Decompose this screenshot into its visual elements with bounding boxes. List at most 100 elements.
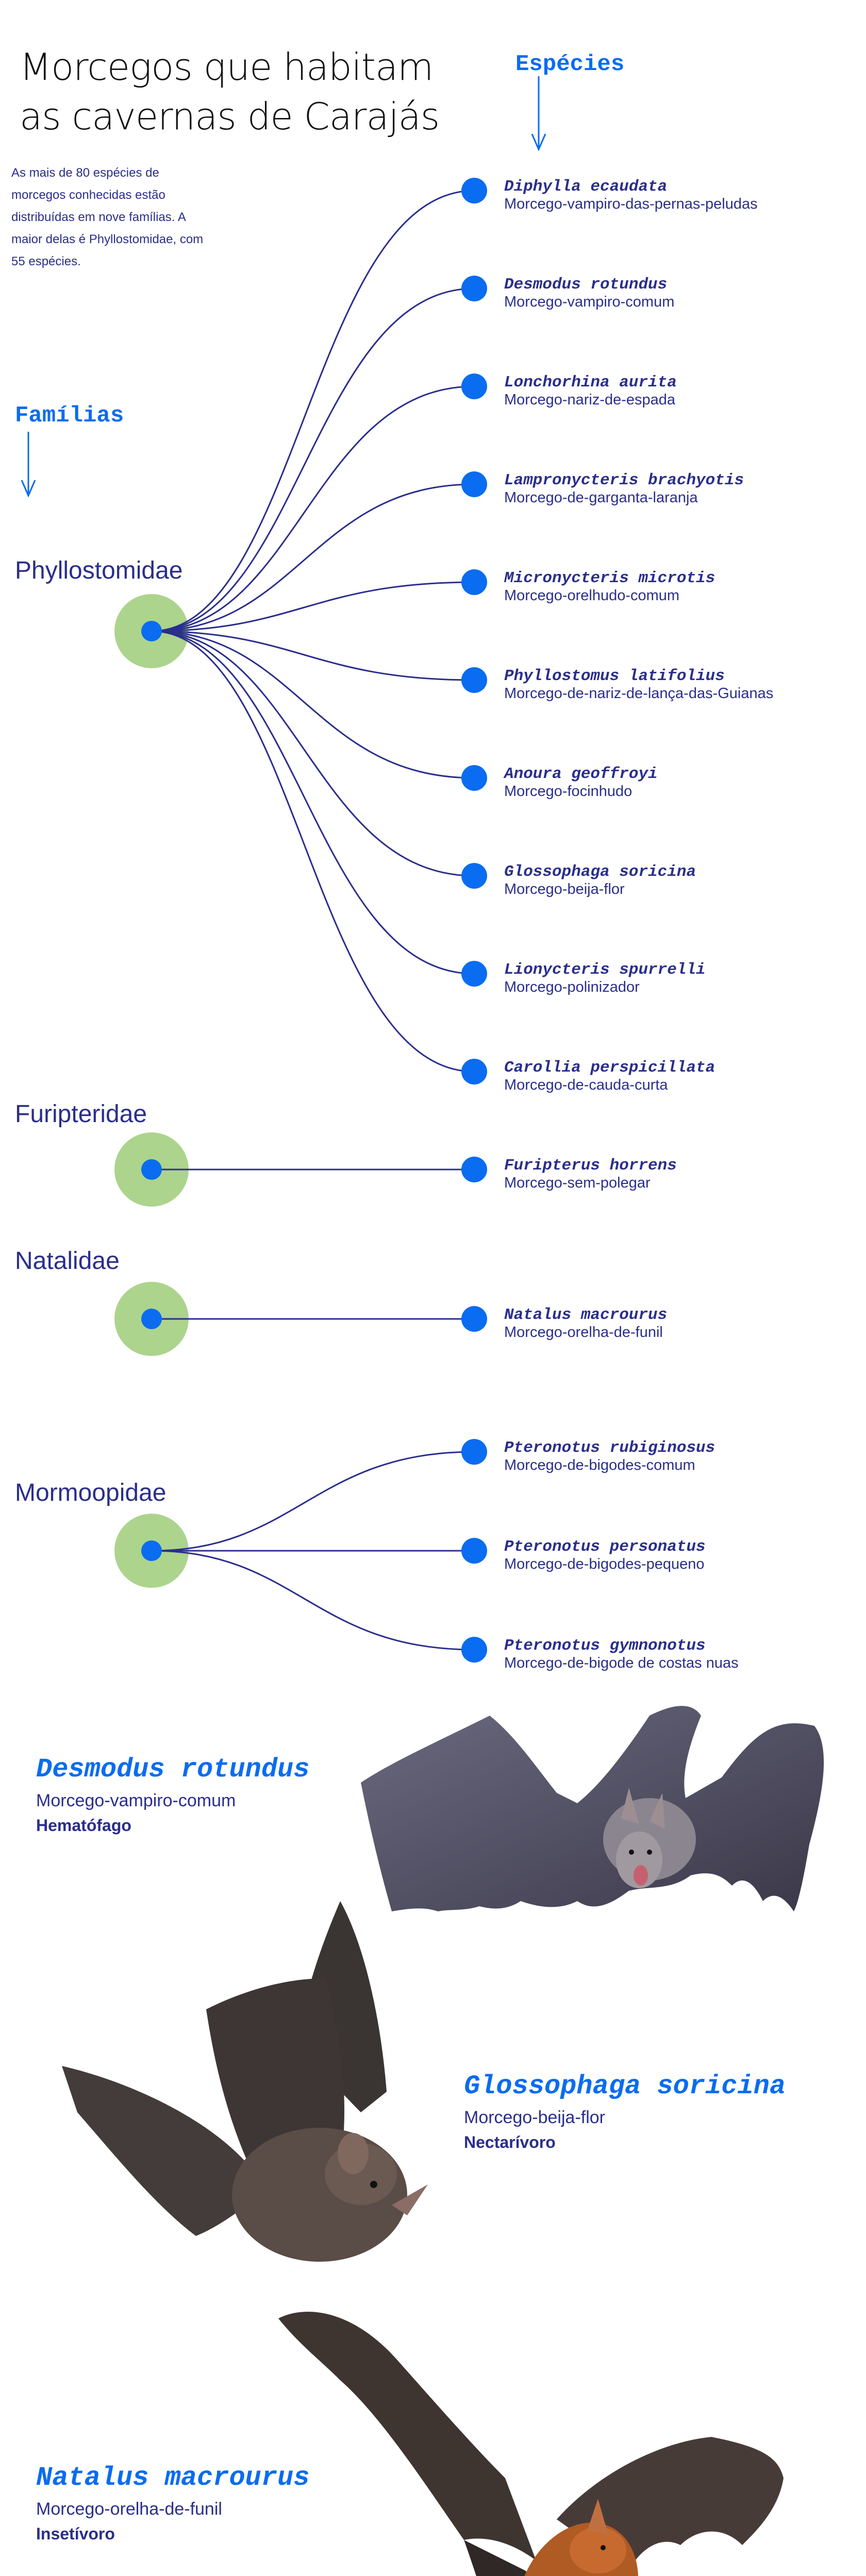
species-scientific-name: Furipterus horrens	[504, 1157, 677, 1175]
family-label: Natalidae	[15, 1247, 120, 1275]
featured-common-name: Morcego-orelha-de-funil	[36, 2499, 222, 2519]
species-common-name: Morcego-de-nariz-de-lança-das-Guianas	[504, 685, 774, 702]
family-species-link	[151, 581, 475, 632]
featured-common-name: Morcego-vampiro-comum	[36, 1791, 236, 1810]
species-node[interactable]	[461, 765, 487, 791]
family-species-link	[151, 630, 475, 1073]
species-scientific-name: Pteronotus rubiginosus	[504, 1439, 715, 1457]
featured-common-name: Morcego-beija-flor	[464, 2108, 605, 2127]
species-scientific-name: Lionycteris spurrelli	[504, 961, 706, 979]
families-column-label: Famílias	[15, 403, 124, 429]
species-node[interactable]	[461, 569, 487, 595]
species-common-name: Morcego-nariz-de-espada	[504, 392, 676, 408]
page-title: Morcegos que habitam as cavernas de Cara…	[20, 42, 440, 141]
species-node[interactable]	[461, 1157, 487, 1182]
species-scientific-name: Phyllostomus latifolius	[504, 667, 725, 685]
species-scientific-name: Lonchorhina aurita	[504, 374, 677, 392]
family-species-link	[151, 630, 475, 877]
funnel-eared-bat-photo	[278, 2311, 784, 2576]
families-arrow-icon	[21, 432, 36, 498]
species-node[interactable]	[461, 1538, 487, 1564]
species-node[interactable]	[461, 961, 487, 987]
species-common-name: Morcego-de-cauda-curta	[504, 1077, 668, 1093]
species-scientific-name: Lampronycteris brachyotis	[504, 471, 744, 489]
species-scientific-name: Diphylla ecaudata	[504, 178, 668, 196]
family-species-link	[151, 630, 475, 975]
family-node[interactable]	[141, 1159, 162, 1180]
nectar-bat-photo	[62, 1901, 428, 2262]
species-scientific-name: Pteronotus gymnonotus	[504, 1637, 706, 1655]
featured-diet: Nectarívoro	[464, 2133, 556, 2151]
species-scientific-name: Desmodus rotundus	[504, 276, 668, 294]
species-common-name: Morcego-polinizador	[504, 979, 640, 995]
species-common-name: Morcego-beija-flor	[504, 881, 625, 897]
species-node[interactable]	[461, 471, 487, 497]
family-species-link	[151, 483, 475, 632]
species-common-name: Morcego-vampiro-das-pernas-peludas	[504, 196, 758, 212]
family-label: Furipteridae	[15, 1100, 147, 1128]
family-species-link	[151, 1550, 475, 1651]
species-scientific-name: Carollia perspicillata	[504, 1059, 715, 1077]
species-node[interactable]	[461, 667, 487, 693]
species-node[interactable]	[461, 863, 487, 889]
vampire-bat-photo	[361, 1706, 824, 1911]
species-node[interactable]	[461, 276, 487, 301]
family-species-link	[151, 385, 475, 632]
species-common-name: Morcego-orelhudo-comum	[504, 587, 680, 604]
featured-scientific-name: Glossophaga soricina	[464, 2071, 786, 2102]
featured-diet: Hematófago	[36, 1816, 131, 1835]
family-label: Mormoopidae	[15, 1479, 166, 1506]
species-column-label: Espécies	[515, 52, 625, 77]
species-common-name: Morcego-de-garganta-laranja	[504, 489, 698, 506]
species-node[interactable]	[461, 1637, 487, 1663]
species-scientific-name: Micronycteris microtis	[504, 569, 715, 587]
family-species-link	[151, 287, 475, 632]
family-species-tree	[114, 178, 487, 1663]
species-node[interactable]	[461, 1306, 487, 1332]
family-species-link	[151, 190, 475, 632]
species-common-name: Morcego-de-bigodes-pequeno	[504, 1556, 705, 1572]
family-node[interactable]	[141, 1309, 162, 1329]
species-common-name: Morcego-vampiro-comum	[504, 294, 675, 310]
species-node[interactable]	[461, 1059, 487, 1084]
species-arrow-icon	[531, 76, 546, 151]
family-label: Phyllostomidae	[15, 557, 183, 584]
species-common-name: Morcego-sem-polegar	[504, 1175, 651, 1191]
family-species-link	[151, 630, 475, 779]
species-scientific-name: Natalus macrourus	[504, 1306, 668, 1324]
species-node[interactable]	[461, 1439, 487, 1465]
species-common-name: Morcego-de-bigodes-comum	[504, 1457, 695, 1473]
species-node[interactable]	[461, 178, 487, 204]
featured-scientific-name: Desmodus rotundus	[36, 1754, 310, 1785]
species-scientific-name: Pteronotus personatus	[504, 1538, 706, 1556]
species-common-name: Morcego-de-bigode de costas nuas	[504, 1655, 739, 1671]
featured-scientific-name: Natalus macrourus	[36, 2463, 310, 2493]
family-species-link	[151, 630, 475, 681]
species-node[interactable]	[461, 374, 487, 399]
intro-paragraph: As mais de 80 espécies de morcegos conhe…	[11, 166, 204, 268]
family-node[interactable]	[141, 1540, 162, 1561]
family-node[interactable]	[141, 621, 162, 641]
species-common-name: Morcego-orelha-de-funil	[504, 1324, 663, 1341]
species-scientific-name: Glossophaga soricina	[504, 863, 696, 881]
featured-diet: Insetívoro	[36, 2524, 115, 2543]
featured-card-2: Natalus macrourus Morcego-orelha-de-funi…	[36, 2463, 310, 2544]
species-common-name: Morcego-focinhudo	[504, 783, 632, 800]
family-species-link	[151, 1451, 475, 1552]
featured-card-1: Glossophaga soricina Morcego-beija-flor …	[464, 2071, 786, 2152]
title-line-1: Morcegos que habitam	[20, 45, 434, 89]
